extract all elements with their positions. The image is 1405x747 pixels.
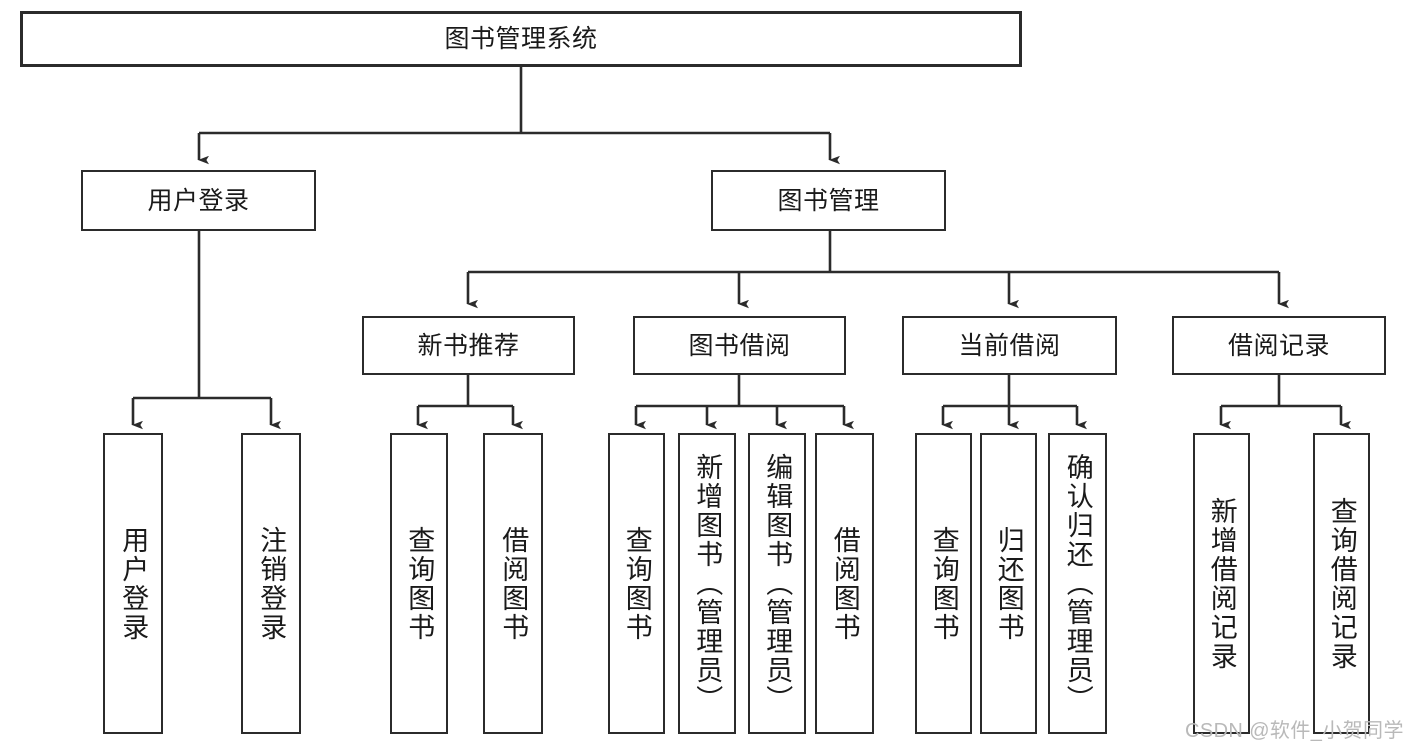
leaf-current-borrow-return-book[interactable]: 归还图书 [980, 433, 1037, 734]
node-label: 借阅图书 [829, 525, 860, 642]
node-label: 用户登录 [118, 525, 149, 642]
node-label: 归还图书 [993, 525, 1024, 642]
leaf-user-login-login[interactable]: 用户登录 [103, 433, 163, 734]
node-label: 注销登录 [256, 525, 287, 642]
node-label: 图书管理系统 [444, 25, 598, 53]
leaf-borrow-records-query-record[interactable]: 查询借阅记录 [1313, 433, 1370, 734]
node-label: 确认归还（管理员） [1062, 453, 1093, 714]
node-root-book-management-system[interactable]: 图书管理系统 [20, 11, 1022, 67]
watermark-text: CSDN @软件_小贺同学 [1185, 720, 1404, 742]
leaf-book-borrow-query-book[interactable]: 查询图书 [608, 433, 665, 734]
node-current-borrow[interactable]: 当前借阅 [902, 316, 1117, 375]
leaf-user-login-logout[interactable]: 注销登录 [241, 433, 301, 734]
node-label: 查询图书 [621, 525, 652, 642]
node-label: 查询图书 [928, 525, 959, 642]
node-book-borrow[interactable]: 图书借阅 [633, 316, 846, 375]
leaf-current-borrow-query-book[interactable]: 查询图书 [915, 433, 972, 734]
node-label: 图书管理 [777, 186, 880, 215]
node-label: 图书借阅 [688, 331, 791, 360]
node-label: 查询图书 [404, 525, 435, 642]
leaf-book-borrow-add-book-admin[interactable]: 新增图书（管理员） [678, 433, 736, 734]
node-label: 借阅记录 [1227, 331, 1330, 360]
node-label: 新增借阅记录 [1206, 496, 1237, 671]
leaf-borrow-records-add-record[interactable]: 新增借阅记录 [1193, 433, 1250, 734]
leaf-book-borrow-edit-book-admin[interactable]: 编辑图书（管理员） [748, 433, 806, 734]
node-label: 当前借阅 [958, 331, 1061, 360]
node-new-book-recommend[interactable]: 新书推荐 [362, 316, 575, 375]
leaf-new-book-query-book[interactable]: 查询图书 [390, 433, 448, 734]
leaf-book-borrow-borrow-book[interactable]: 借阅图书 [815, 433, 874, 734]
node-user-login[interactable]: 用户登录 [81, 170, 316, 231]
node-label: 新增图书（管理员） [692, 453, 723, 714]
node-label: 用户登录 [147, 186, 250, 215]
node-label: 借阅图书 [498, 525, 529, 642]
node-label: 新书推荐 [417, 331, 520, 360]
node-label: 查询借阅记录 [1326, 496, 1357, 671]
leaf-current-borrow-confirm-return-admin[interactable]: 确认归还（管理员） [1048, 433, 1107, 734]
leaf-new-book-borrow-book[interactable]: 借阅图书 [483, 433, 543, 734]
node-label: 编辑图书（管理员） [762, 453, 793, 714]
node-borrow-records[interactable]: 借阅记录 [1172, 316, 1386, 375]
node-book-management[interactable]: 图书管理 [711, 170, 946, 231]
